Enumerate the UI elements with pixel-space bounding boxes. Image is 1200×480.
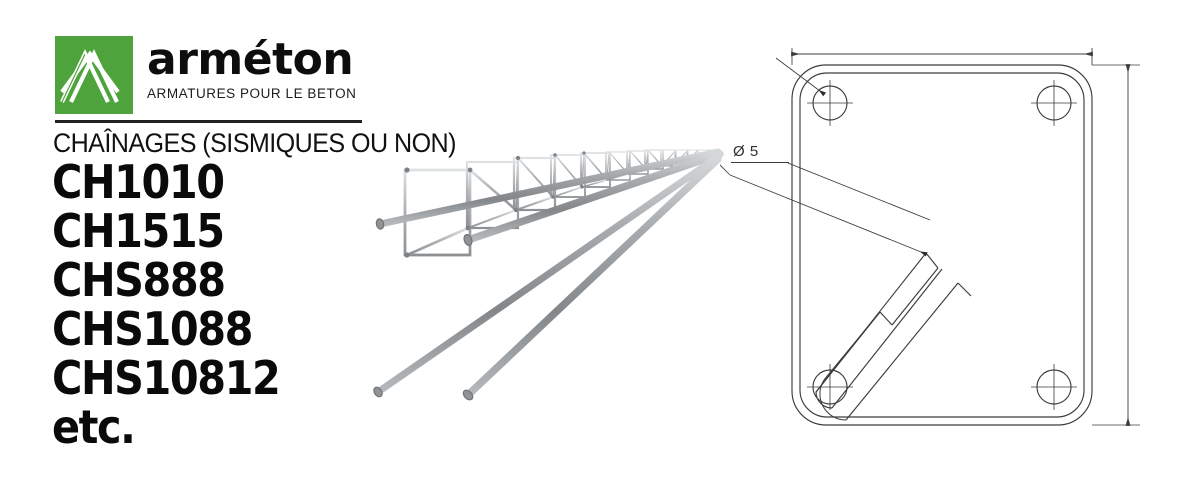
cage-longitudinal-bars [374, 148, 724, 399]
list-item: etc. [52, 400, 136, 454]
cage-weld-nodes [404, 151, 586, 258]
brand-lockup: arméton ARMATURES POUR LE BETON [55, 36, 375, 114]
diameter-callout-label: Ø 5 [733, 143, 759, 160]
corner-bar-bottom-right [1031, 364, 1077, 410]
corner-bar-top-left [807, 80, 853, 126]
brand-name: arméton [147, 34, 354, 85]
brand-wordmark: arméton ARMATURES POUR LE BETON [147, 34, 357, 102]
diameter-callout-leader [788, 162, 931, 221]
diameter-leader-line [720, 57, 928, 257]
corner-bar-bottom-left [807, 364, 853, 410]
dimension-witness-lines [791, 48, 1140, 426]
stirrup-inner-edge [799, 72, 1085, 418]
page-title: CHAÎNAGES (SISMIQUES OU NON) [53, 128, 456, 158]
list-item: CH1515 [52, 204, 225, 258]
diameter-callout-underline [731, 162, 789, 163]
list-item: CHS10812 [52, 351, 281, 405]
cross-section-drawing [720, 40, 1190, 450]
list-item: CHS888 [52, 253, 226, 307]
diagonal-seismic-link [815, 252, 972, 421]
list-item: CH1010 [52, 155, 225, 209]
cage-bar-end-caps [373, 218, 474, 401]
rebar-cage-illustration [350, 130, 750, 420]
list-item: CHS1088 [52, 302, 253, 356]
product-reference-list: CH1010 CH1515 CHS888 CHS1088 CHS10812 et… [52, 158, 305, 452]
corner-bar-top-right [1031, 80, 1077, 126]
product-info-panel: arméton ARMATURES POUR LE BETON CHAÎNAGE… [0, 0, 480, 480]
stirrup-outer-edge [791, 64, 1093, 426]
brand-tagline: ARMATURES POUR LE BETON [147, 86, 357, 101]
armeton-logo-icon [55, 36, 133, 114]
callout-underline [720, 154, 730, 175]
header-divider [55, 120, 362, 123]
